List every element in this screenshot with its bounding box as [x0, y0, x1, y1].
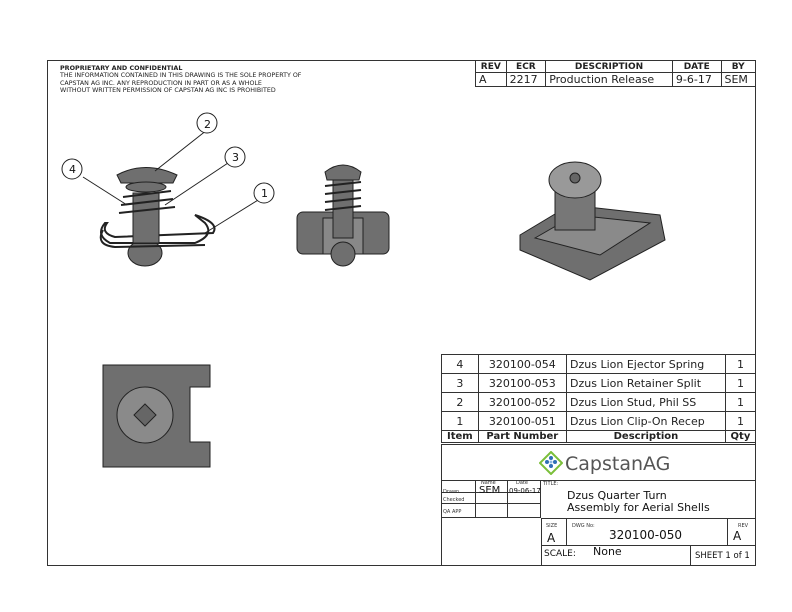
isometric-view	[519, 161, 666, 281]
phillips-recess	[569, 172, 581, 184]
capstan-logo-icon	[539, 451, 563, 475]
phillips-recess	[133, 403, 157, 427]
bom-part-number: 320100-052	[477, 392, 568, 412]
rev-header: REV	[475, 60, 507, 73]
drawing-border	[47, 60, 756, 566]
qa-label: QA APP	[443, 509, 462, 515]
balloon-1	[253, 182, 275, 204]
confidentiality-notice: PROPRIETARY AND CONFIDENTIAL THE INFORMA…	[60, 64, 302, 95]
exploded-view	[61, 112, 275, 267]
drawing-title-line-2: Assembly for Aerial Shells	[567, 501, 710, 514]
bom-header-qty: Qty	[724, 430, 757, 443]
bom-qty: 1	[724, 411, 757, 431]
drawing-number: 320100-050	[609, 528, 683, 542]
drawing-title-line-1: Dzus Quarter Turn	[567, 489, 667, 502]
ecr-header: ECR	[505, 60, 547, 73]
dwg-row: SIZE A DWG No: 320100-050 REV A	[541, 518, 756, 546]
checked-label: Checked	[443, 497, 465, 503]
approval-grid: Name Date Drawn SEM 09-06-17 Checked QA …	[441, 481, 541, 518]
sheet-number: SHEET 1 of 1	[695, 551, 750, 561]
by-cell: SEM	[720, 72, 756, 87]
bom-item: 3	[441, 373, 479, 393]
retainer-part-3	[125, 181, 167, 193]
size-label: SIZE	[546, 523, 558, 529]
sheet-size: A	[547, 531, 556, 545]
dwg-number-label: DWG No:	[572, 523, 595, 529]
spring	[324, 181, 362, 211]
stud-tip	[330, 241, 356, 267]
ecr-cell: 2217	[505, 72, 547, 87]
balloon-2	[196, 112, 218, 134]
description-header: DESCRIPTION	[545, 60, 673, 73]
logo-row: CapstanAG	[441, 444, 756, 481]
scale-value: None	[593, 545, 622, 558]
balloon-2-label: 2	[204, 118, 211, 131]
company-name: CapstanAG	[565, 453, 671, 475]
bom-qty: 1	[724, 354, 757, 374]
rev-label: REV	[738, 523, 749, 529]
bom-item: 4	[441, 354, 479, 374]
balloon-3-label: 3	[232, 151, 239, 164]
name-label: Name	[481, 480, 496, 486]
bom-description: Dzus Lion Clip-On Recep	[566, 411, 726, 431]
date-header: DATE	[671, 60, 722, 73]
drawn-by: SEM	[479, 485, 501, 496]
title-block	[441, 444, 756, 566]
bom-qty: 1	[724, 392, 757, 412]
bom-item: 2	[441, 392, 479, 412]
revision: A	[733, 529, 742, 543]
bom-description: Dzus Lion Stud, Phil SS	[566, 392, 726, 412]
notice-title: PROPRIETARY AND CONFIDENTIAL	[60, 64, 183, 72]
bom-description: Dzus Lion Retainer Split	[566, 373, 726, 393]
drawn-date: 09-06-17	[509, 487, 541, 495]
bom-part-number: 320100-054	[477, 354, 568, 374]
bom-part-number: 320100-051	[477, 411, 568, 431]
bom-qty: 1	[724, 373, 757, 393]
notice-line: CAPSTAN AG INC. ANY REPRODUCTION IN PART…	[60, 79, 262, 87]
description-cell: Production Release	[545, 72, 673, 87]
date-cell: 9-6-17	[671, 72, 722, 87]
balloon-1-label: 1	[261, 187, 268, 200]
scale-label: SCALE:	[544, 549, 576, 559]
date-label: Date	[516, 480, 528, 486]
spring-part-4	[118, 190, 176, 214]
drawn-label: Drawn	[443, 489, 460, 495]
stud-head	[324, 164, 362, 181]
bom-header-description: Description	[566, 430, 726, 443]
notice-line: WITHOUT WRITTEN PERMISSION OF CAPSTAN AG…	[60, 87, 276, 95]
bom-header-item: Item	[441, 430, 479, 443]
balloon-3	[224, 146, 246, 168]
title-label: TITLE:	[543, 481, 559, 487]
front-view	[296, 164, 390, 267]
clip-outline	[99, 229, 206, 249]
notice-line: THE INFORMATION CONTAINED IN THIS DRAWIN…	[60, 72, 302, 80]
clip-part-1	[100, 214, 216, 244]
bom-description: Dzus Lion Ejector Spring	[566, 354, 726, 374]
balloon-4-label: 4	[69, 163, 76, 176]
bom-part-number: 320100-053	[477, 373, 568, 393]
bom-header-part-number: Part Number	[477, 430, 568, 443]
bom-item: 1	[441, 411, 479, 431]
by-header: BY	[720, 60, 756, 73]
rev-cell: A	[475, 72, 507, 87]
top-view	[102, 364, 211, 468]
balloon-4	[61, 158, 83, 180]
stud-head-part-2	[116, 167, 178, 184]
